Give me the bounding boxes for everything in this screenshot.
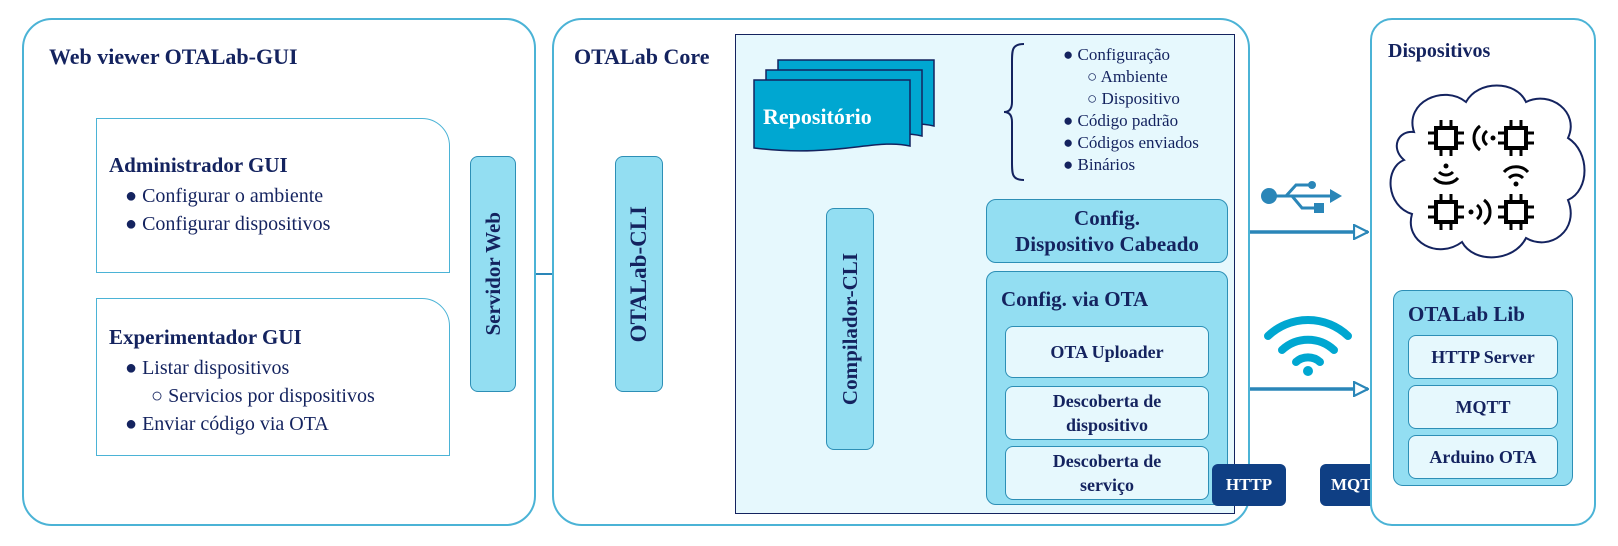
http-badge: HTTP [1212, 464, 1286, 506]
usb-icon [1261, 181, 1342, 213]
repo-item: ● Código padrão [1063, 111, 1179, 130]
devices-title: Dispositivos [1388, 40, 1491, 62]
otalab-lib-title: OTALab Lib [1408, 302, 1525, 326]
otalab-cli-bar: OTALab-CLI [615, 156, 663, 392]
admin-item: ● Configurar o ambiente [125, 185, 324, 207]
wifi-icon [1264, 316, 1352, 376]
chip-icon [1498, 194, 1534, 230]
service-discovery-box: Descoberta de serviço [1005, 446, 1209, 500]
wireless-signal-icon [1432, 163, 1460, 185]
otalab-cli-label: OTALab-CLI [626, 205, 651, 343]
compiler-cli-bar: Compilador-CLI [826, 208, 874, 450]
repository-stack [753, 59, 935, 152]
repository-label: Repositório [763, 104, 872, 129]
repo-subitem: ○ Dispositivo [1087, 89, 1180, 108]
wireless-signal-icon [1502, 165, 1530, 187]
web-server-bar: Servidor Web [470, 156, 516, 392]
admin-gui-box: Administrador GUI ● Configurar o ambient… [96, 118, 450, 273]
arduino-ota-box: Arduino OTA [1408, 435, 1558, 479]
repo-subitem: ○ Ambiente [1087, 67, 1168, 86]
admin-item: ● Configurar dispositivos [125, 213, 331, 235]
admin-gui-title: Administrador GUI [109, 153, 288, 177]
wired-device-config-box: Config. Dispositivo Cabeado [986, 199, 1228, 263]
ota-config-box: Config. via OTA OTA Uploader Descoberta … [986, 271, 1228, 505]
cloud-icon [1389, 84, 1586, 259]
ota-config-title: Config. via OTA [1001, 287, 1149, 311]
repo-item: ● Códigos enviados [1063, 133, 1199, 152]
experimenter-gui-box: Experimentador GUI ● Listar dispositivos… [96, 298, 450, 456]
wireless-signal-icon [1472, 124, 1496, 152]
core-title: OTALab Core [574, 44, 710, 69]
web-server-label: Servidor Web [480, 212, 505, 336]
mqtt-box: MQTT [1408, 385, 1558, 429]
otalab-lib-box: OTALab Lib HTTP Server MQTT Arduino OTA [1393, 290, 1573, 486]
experimenter-gui-title: Experimentador GUI [109, 325, 302, 349]
chip-icon [1428, 120, 1464, 156]
wired-config-line1: Config. [1074, 206, 1140, 230]
device-discovery-box: Descoberta de dispositivo [1005, 386, 1209, 440]
chip-icon [1428, 194, 1464, 230]
repo-item: ● Configuração [1063, 45, 1171, 64]
repo-item: ● Binários [1063, 155, 1136, 174]
web-viewer-panel: Web viewer OTALab-GUI Administrador GUI … [22, 18, 536, 526]
wireless-signal-icon [1468, 198, 1492, 226]
repo-brace [1003, 43, 1025, 181]
experimenter-item: ● Enviar código via OTA [125, 413, 329, 435]
compiler-cli-label: Compilador-CLI [837, 252, 862, 406]
experimenter-subitem: ○ Servicios por dispositivos [151, 385, 375, 407]
experimenter-item: ● Listar dispositivos [125, 357, 290, 379]
http-server-box: HTTP Server [1408, 335, 1558, 379]
web-viewer-title: Web viewer OTALab-GUI [49, 44, 298, 69]
chip-icon [1498, 120, 1534, 156]
repo-content-list: ● Configuração ○ Ambiente ○ Dispositivo … [1063, 44, 1199, 176]
wired-config-line2: Dispositivo Cabeado [1015, 232, 1199, 256]
ota-uploader-box: OTA Uploader [1005, 326, 1209, 378]
